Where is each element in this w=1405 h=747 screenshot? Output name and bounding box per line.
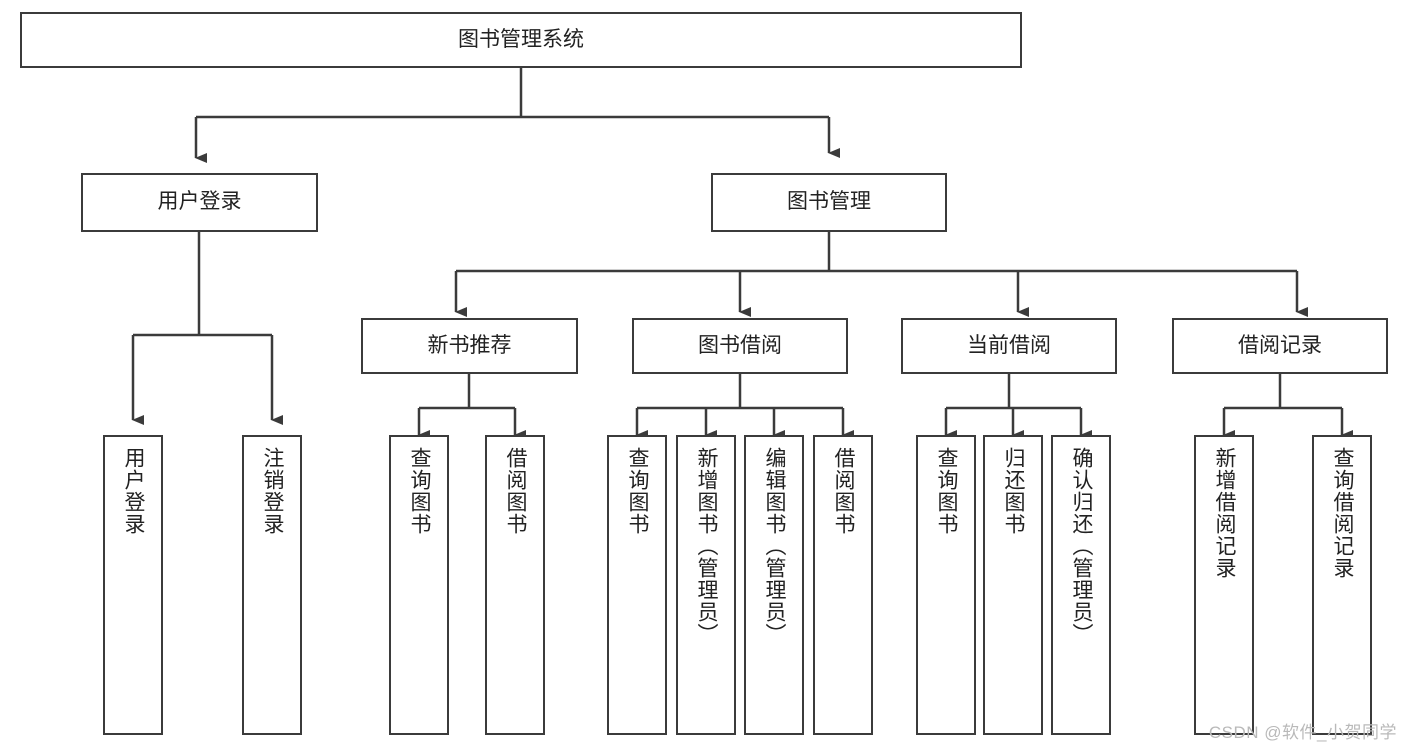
leaf-user-login-logout[interactable]: 注销登录: [242, 435, 302, 735]
node-root-system[interactable]: 图书管理系统: [20, 12, 1022, 68]
leaf-new-book-borrow[interactable]: 借阅图书: [485, 435, 545, 735]
leaf-book-borrow-add-label: 新增图书（管理员）: [695, 447, 719, 645]
leaf-user-login-logout-label: 注销登录: [261, 447, 285, 535]
node-user-login[interactable]: 用户登录: [81, 173, 318, 232]
node-current-borrow-label: 当前借阅: [967, 333, 1051, 357]
leaf-current-borrow-confirm-return[interactable]: 确认归还（管理员）: [1051, 435, 1111, 735]
leaf-current-borrow-query[interactable]: 查询图书: [916, 435, 976, 735]
leaf-borrow-record-add[interactable]: 新增借阅记录: [1194, 435, 1254, 735]
leaf-book-borrow-edit[interactable]: 编辑图书（管理员）: [744, 435, 804, 735]
leaf-borrow-record-add-label: 新增借阅记录: [1213, 447, 1237, 579]
leaf-user-login-login[interactable]: 用户登录: [103, 435, 163, 735]
node-new-book-recommend-label: 新书推荐: [427, 333, 512, 357]
node-book-management[interactable]: 图书管理: [711, 173, 947, 232]
node-new-book-recommend[interactable]: 新书推荐: [361, 318, 578, 374]
node-current-borrow[interactable]: 当前借阅: [901, 318, 1117, 374]
leaf-new-book-borrow-label: 借阅图书: [504, 447, 528, 535]
leaf-user-login-login-label: 用户登录: [122, 447, 146, 535]
leaf-new-book-query-label: 查询图书: [408, 447, 432, 535]
leaf-book-borrow-query-label: 查询图书: [626, 447, 650, 535]
leaf-book-borrow-add[interactable]: 新增图书（管理员）: [676, 435, 736, 735]
leaf-current-borrow-return-label: 归还图书: [1002, 447, 1026, 535]
leaf-book-borrow-borrow[interactable]: 借阅图书: [813, 435, 873, 735]
node-borrow-record[interactable]: 借阅记录: [1172, 318, 1388, 374]
leaf-new-book-query[interactable]: 查询图书: [389, 435, 449, 735]
node-book-borrow-label: 图书借阅: [698, 333, 782, 357]
leaf-current-borrow-query-label: 查询图书: [935, 447, 959, 535]
csdn-watermark: CSDN @软件_小贺同学: [1208, 723, 1397, 742]
node-borrow-record-label: 借阅记录: [1238, 333, 1322, 357]
leaf-borrow-record-query[interactable]: 查询借阅记录: [1312, 435, 1372, 735]
node-user-login-label: 用户登录: [157, 190, 242, 214]
leaf-borrow-record-query-label: 查询借阅记录: [1331, 447, 1355, 579]
leaf-book-borrow-borrow-label: 借阅图书: [832, 447, 856, 535]
node-book-management-label: 图书管理: [787, 190, 871, 214]
leaf-book-borrow-query[interactable]: 查询图书: [607, 435, 667, 735]
node-root-system-label: 图书管理系统: [458, 27, 584, 51]
leaf-current-borrow-return[interactable]: 归还图书: [983, 435, 1043, 735]
leaf-current-borrow-confirm-return-label: 确认归还（管理员）: [1070, 447, 1094, 645]
node-book-borrow[interactable]: 图书借阅: [632, 318, 848, 374]
leaf-book-borrow-edit-label: 编辑图书（管理员）: [763, 447, 787, 645]
